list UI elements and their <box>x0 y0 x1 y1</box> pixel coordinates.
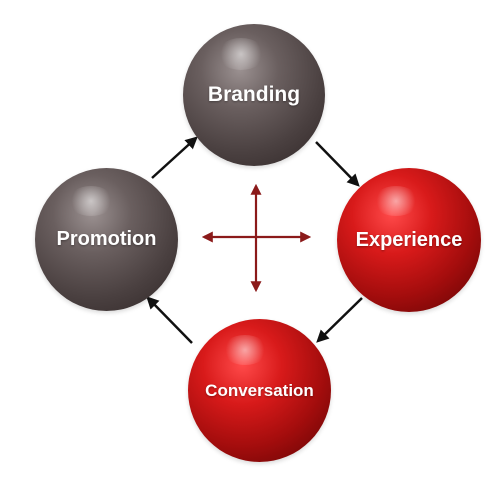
experience-node: Experience <box>337 168 481 312</box>
sphere-highlight <box>217 38 265 70</box>
arrow-conversation-to-promotion <box>146 296 193 344</box>
promotion-node: Promotion <box>35 168 178 311</box>
sphere-highlight <box>68 186 114 216</box>
arrow-experience-to-conversation <box>316 297 363 343</box>
promotion-label: Promotion <box>56 228 157 250</box>
four-way-arrow-icon <box>201 183 312 293</box>
experience-label: Experience <box>355 228 463 251</box>
branding-label: Branding <box>207 83 301 106</box>
branding-node: Branding <box>183 24 325 166</box>
conversation-label: Conversation <box>205 380 314 400</box>
arrow-branding-to-experience <box>315 141 360 187</box>
arrow-promotion-to-branding <box>151 136 198 179</box>
sphere-highlight <box>373 186 419 216</box>
sphere-highlight <box>222 335 268 365</box>
conversation-node: Conversation <box>188 319 331 462</box>
